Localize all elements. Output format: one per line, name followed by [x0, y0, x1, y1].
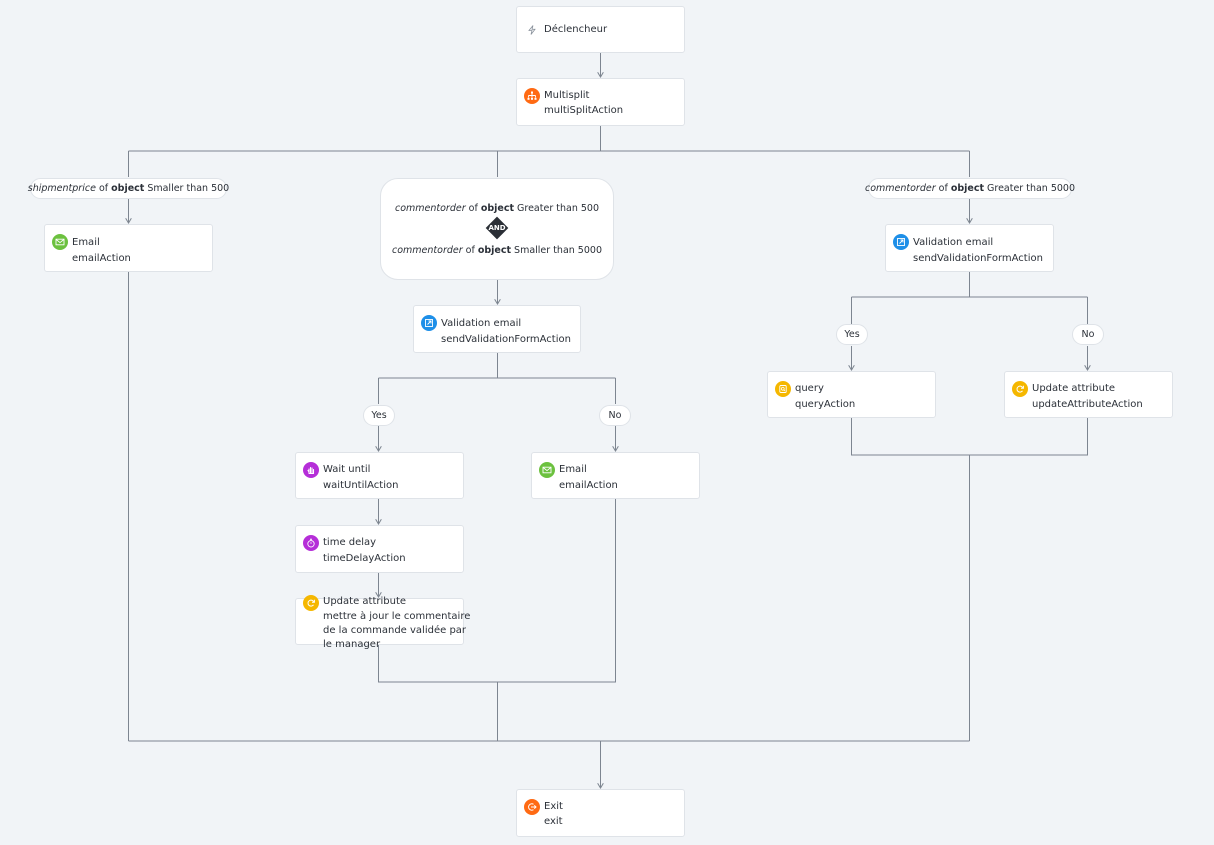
middle-email-subtitle: emailAction	[559, 480, 618, 491]
condition-field: commentorder	[392, 245, 463, 256]
middle-validation-node[interactable]: Validation email sendValidationFormActio…	[413, 305, 581, 353]
trigger-label: Déclencheur	[544, 24, 608, 35]
condition-rest: Greater than 500	[517, 203, 599, 214]
exit-title: Exit	[544, 801, 563, 812]
refresh-icon	[1012, 381, 1028, 397]
middle-validation-subtitle: sendValidationFormAction	[441, 334, 571, 345]
right-yes-label[interactable]: Yes	[836, 324, 868, 345]
trigger-node[interactable]: Déclencheur	[516, 6, 685, 53]
link-right-validation-bus	[851, 272, 1088, 324]
query-icon	[775, 381, 791, 397]
link-right-merge	[851, 418, 1088, 741]
condition-object: object	[480, 203, 515, 214]
condition-rest: Greater than 5000	[987, 183, 1076, 194]
middle-update-attribute-node[interactable]: Update attribute mettre à jour le commen…	[295, 595, 470, 650]
time-delay-node[interactable]: time delay timeDelayAction	[295, 525, 464, 573]
condition-of: of	[465, 245, 475, 256]
condition-rest: Smaller than 500	[147, 183, 230, 194]
middle-validation-title: Validation email	[441, 318, 522, 329]
sitemap-icon	[524, 88, 540, 104]
query-subtitle: queryAction	[795, 399, 856, 410]
condition-field: commentorder	[394, 203, 466, 214]
right-no-label[interactable]: No	[1072, 324, 1104, 345]
envelope-icon	[539, 462, 555, 478]
wait-until-node[interactable]: Wait until waitUntilAction	[295, 452, 464, 499]
exit-subtitle: exit	[544, 816, 563, 827]
right-update-attribute-node[interactable]: Update attribute updateAttributeAction	[1004, 371, 1173, 418]
middle-no-label[interactable]: No	[599, 405, 631, 426]
lightning-icon	[524, 22, 540, 38]
link-mid-merge	[378, 499, 616, 741]
condition-field: shipmentprice	[27, 183, 96, 194]
wait-until-title: Wait until	[323, 464, 371, 475]
condition-object: object	[950, 183, 985, 194]
and-operator-badge: AND	[485, 216, 509, 240]
right-update-title: Update attribute	[1032, 383, 1116, 394]
external-link-icon	[421, 315, 437, 331]
multisplit-subtitle: multiSplitAction	[544, 105, 624, 116]
multisplit-title: Multisplit	[544, 90, 590, 101]
link-mid-validation-bus	[378, 353, 616, 404]
middle-update-subtitle: mettre à jour le commentaire de la comma…	[323, 611, 471, 650]
condition-rest: Smaller than 5000	[514, 245, 602, 256]
right-validation-title: Validation email	[913, 237, 994, 248]
right-validation-node[interactable]: Validation email sendValidationFormActio…	[885, 224, 1054, 272]
query-node[interactable]: query queryAction	[767, 371, 936, 418]
stopwatch-icon	[303, 535, 319, 551]
condition-of: of	[98, 183, 109, 194]
time-delay-title: time delay	[323, 537, 377, 548]
and-operator-label: AND	[488, 224, 506, 232]
condition-of: of	[938, 183, 948, 194]
right-validation-subtitle: sendValidationFormAction	[913, 253, 1043, 264]
condition-object: object	[111, 183, 145, 194]
external-link-icon	[893, 234, 909, 250]
query-title: query	[795, 383, 824, 394]
left-email-subtitle: emailAction	[72, 253, 131, 264]
left-email-title: Email	[72, 237, 100, 248]
refresh-icon	[303, 595, 319, 611]
exit-icon	[524, 799, 540, 815]
middle-no-email-node[interactable]: Email emailAction	[531, 452, 700, 499]
time-delay-subtitle: timeDelayAction	[323, 553, 406, 564]
condition-object: object	[477, 245, 512, 256]
middle-email-title: Email	[559, 464, 587, 475]
envelope-icon	[52, 234, 68, 250]
exit-node[interactable]: Exit exit	[516, 789, 685, 837]
condition-field: commentorder	[864, 183, 936, 194]
left-email-node[interactable]: Email emailAction	[44, 224, 213, 272]
condition-of: of	[468, 203, 478, 214]
wait-until-subtitle: waitUntilAction	[323, 480, 399, 491]
multisplit-node[interactable]: Multisplit multiSplitAction	[516, 78, 685, 126]
middle-update-title: Update attribute	[323, 596, 407, 607]
right-update-subtitle: updateAttributeAction	[1032, 399, 1143, 410]
middle-yes-label[interactable]: Yes	[363, 405, 395, 426]
hand-icon	[303, 462, 319, 478]
